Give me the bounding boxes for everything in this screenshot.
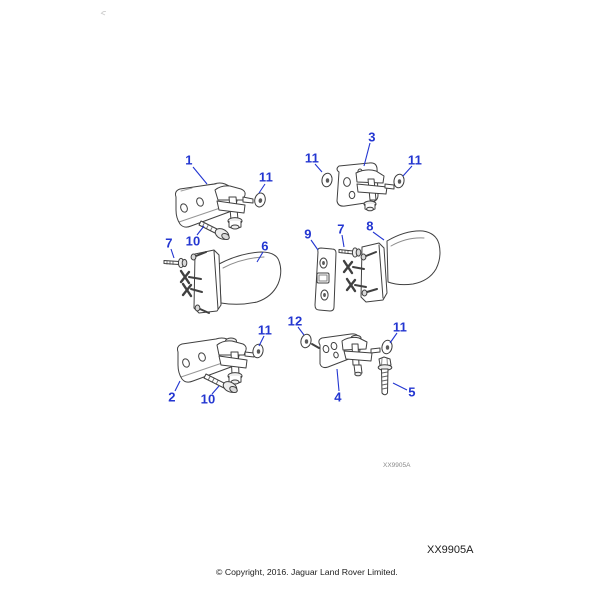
callout-7: 7 bbox=[337, 221, 345, 237]
leader-line-1 bbox=[192, 166, 208, 185]
leader-line-11 bbox=[402, 165, 413, 177]
callout-11: 11 bbox=[392, 319, 408, 335]
leader-line-6 bbox=[256, 251, 264, 263]
leader-line-12 bbox=[297, 326, 305, 336]
callout-7: 7 bbox=[165, 235, 173, 251]
callout-2: 2 bbox=[168, 389, 176, 405]
bolt-5 bbox=[377, 356, 393, 396]
bolt-10-lower bbox=[203, 373, 238, 394]
leader-line-11 bbox=[389, 332, 398, 344]
callout-9: 9 bbox=[304, 226, 312, 242]
leader-line-3 bbox=[363, 142, 371, 167]
washer-11-right-of-3 bbox=[393, 173, 405, 189]
bolt-7-right bbox=[338, 247, 362, 258]
part-3-upper-right-hinge bbox=[336, 162, 395, 212]
drawing-code: XX9905A bbox=[427, 544, 474, 556]
callout-11: 11 bbox=[407, 152, 423, 168]
leader-line-5 bbox=[392, 382, 408, 391]
copyright-notice: © Copyright, 2016. Jaguar Land Rover Lim… bbox=[216, 567, 398, 577]
callout-11: 11 bbox=[304, 150, 320, 166]
corner-mark bbox=[100, 11, 107, 16]
callout-5: 5 bbox=[408, 384, 416, 400]
callout-6: 6 bbox=[261, 238, 269, 254]
callout-11: 11 bbox=[258, 169, 274, 185]
part-1-upper-left-hinge bbox=[175, 182, 254, 230]
washer-11-left-of-3 bbox=[321, 172, 333, 188]
leader-line-7 bbox=[170, 248, 175, 259]
callout-4: 4 bbox=[334, 389, 342, 405]
bolt-10-upper bbox=[198, 220, 230, 241]
part-6-door-check-strap bbox=[179, 249, 282, 314]
leader-line-10 bbox=[211, 385, 220, 395]
washer-11-upper-left bbox=[254, 192, 266, 208]
part-2-lower-left-hinge bbox=[177, 337, 255, 385]
leader-line-4 bbox=[336, 368, 340, 392]
washer-11-lower-right bbox=[381, 339, 393, 355]
callout-8: 8 bbox=[366, 218, 374, 234]
part-9-gasket bbox=[314, 247, 337, 312]
washer-12 bbox=[300, 333, 320, 349]
callout-10: 10 bbox=[200, 391, 216, 407]
leader-line-8 bbox=[372, 231, 385, 241]
leader-lines bbox=[170, 142, 413, 395]
leader-line-11 bbox=[258, 183, 266, 194]
leader-line-11 bbox=[314, 163, 323, 173]
leader-line-7 bbox=[341, 234, 345, 248]
callout-10: 10 bbox=[185, 233, 201, 249]
callout-12: 12 bbox=[287, 313, 303, 329]
leader-line-2 bbox=[174, 380, 181, 392]
leader-line-10 bbox=[196, 225, 205, 236]
leader-line-9 bbox=[310, 239, 319, 251]
part-8-door-check-strap bbox=[342, 230, 441, 303]
leader-line-11 bbox=[258, 335, 265, 347]
callout-11: 11 bbox=[257, 322, 273, 338]
callout-3: 3 bbox=[368, 129, 376, 145]
callout-1: 1 bbox=[185, 152, 193, 168]
bolt-7-left bbox=[163, 257, 188, 269]
inline-drawing-code: XX9905A bbox=[383, 462, 411, 469]
part-4-lower-right-hinge bbox=[318, 333, 381, 377]
